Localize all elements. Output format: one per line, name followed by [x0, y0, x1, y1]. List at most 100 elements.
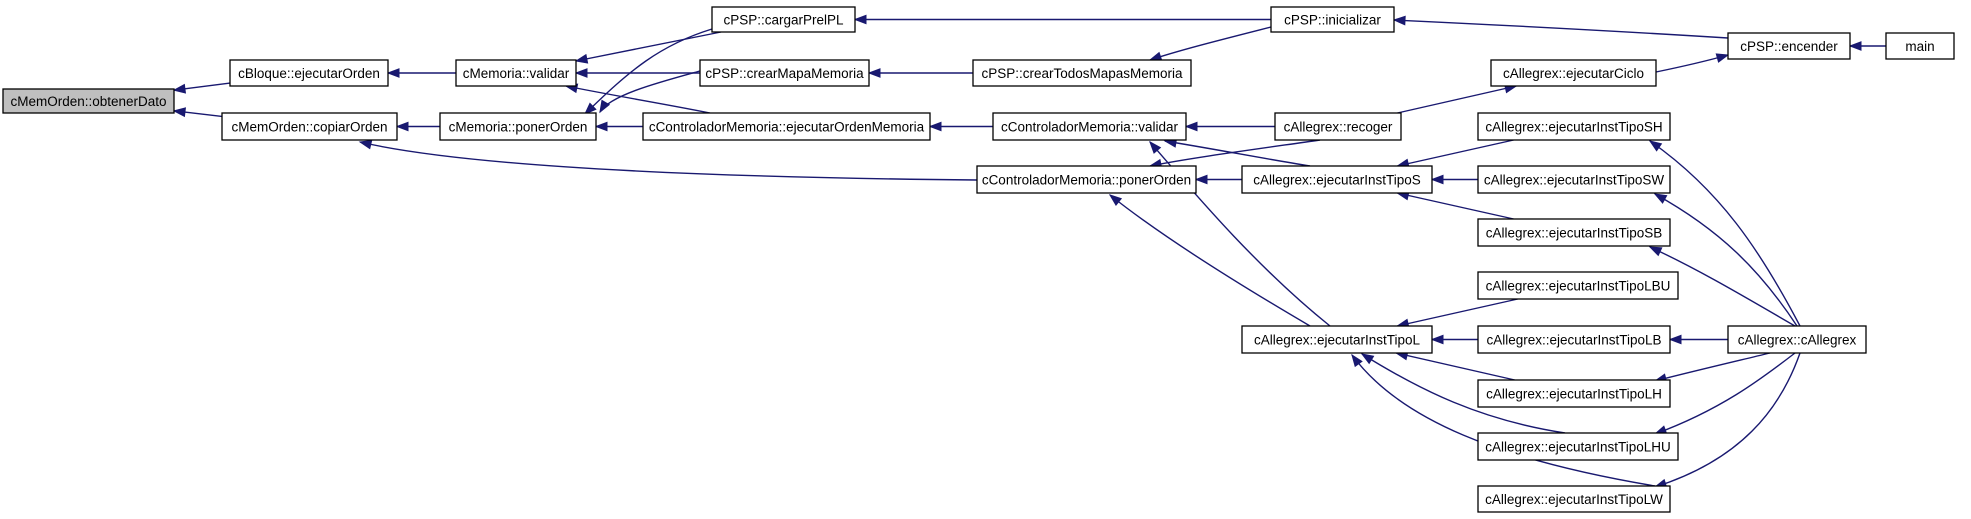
node-tipoLW[interactable]: cAllegrex::ejecutarInstTipoLW [1477, 485, 1671, 513]
node-tipoS[interactable]: cAllegrex::ejecutarInstTipoS [1241, 165, 1433, 194]
node-bloqueEjec[interactable]: cBloque::ejecutarOrden [229, 59, 389, 87]
node-label: cAllegrex::ejecutarInstTipoLBU [1486, 279, 1671, 294]
arrow-head-icon [172, 83, 187, 94]
edge-line [1654, 352, 1801, 488]
arrow-head-icon [853, 14, 867, 25]
node-box[interactable] [455, 59, 577, 87]
node-label: cPSP::encender [1740, 39, 1838, 54]
edge-line [1649, 246, 1796, 327]
node-box[interactable] [1477, 218, 1671, 247]
node-recoger[interactable]: cAllegrex::recoger [1274, 112, 1402, 141]
node-box[interactable] [221, 112, 398, 141]
edge-ctor-to-tipoLHU [1653, 352, 1796, 435]
arrow-head-icon [358, 139, 373, 150]
node-box[interactable] [1270, 6, 1395, 33]
node-box[interactable] [1727, 325, 1867, 354]
node-box[interactable] [1477, 485, 1671, 513]
edge-tipoLBU-to-tipoL [1395, 298, 1518, 329]
arrow-head-icon [1108, 194, 1123, 207]
edge-line [1397, 139, 1514, 167]
node-ctrlPoner[interactable]: cControladorMemoria::ponerOrden [976, 165, 1197, 194]
edge-line [1649, 140, 1801, 327]
node-encender[interactable]: cPSP::encender [1727, 32, 1851, 60]
node-box[interactable] [1727, 32, 1851, 60]
node-box[interactable] [2, 88, 175, 114]
node-box[interactable] [711, 6, 856, 33]
node-box[interactable] [972, 59, 1192, 87]
edge-line [599, 70, 701, 113]
node-label: cControladorMemoria::validar [1001, 120, 1179, 135]
node-box[interactable] [439, 112, 597, 141]
node-label: cPSP::crearTodosMapasMemoria [981, 66, 1183, 81]
node-box[interactable] [1241, 165, 1433, 194]
node-tipoSW[interactable]: cAllegrex::ejecutarInstTipoSW [1477, 165, 1671, 194]
arrow-head-icon [1653, 193, 1668, 204]
arrow-head-icon [1715, 53, 1730, 63]
node-tipoLH[interactable]: cAllegrex::ejecutarInstTipoLH [1477, 379, 1671, 408]
node-label: cPSP::inicializar [1284, 13, 1381, 28]
node-box[interactable] [1885, 32, 1955, 60]
nodes-layer: cMemOrden::obtenerDato cBloque::ejecutarO… [2, 6, 1955, 513]
node-label: cControladorMemoria::ejecutarOrdenMemori… [649, 120, 925, 135]
node-box[interactable] [1477, 325, 1671, 354]
node-box[interactable] [642, 112, 931, 141]
node-tipoLB[interactable]: cAllegrex::ejecutarInstTipoLB [1477, 325, 1671, 354]
node-ctor[interactable]: cAllegrex::cAllegrex [1727, 325, 1867, 354]
edge-line [1149, 141, 1331, 327]
arrow-head-icon [867, 68, 881, 78]
node-tipoLBU[interactable]: cAllegrex::ejecutarInstTipoLBU [1477, 271, 1679, 300]
node-box[interactable] [1477, 379, 1671, 408]
arrow-head-icon [1149, 140, 1162, 154]
node-box[interactable] [1241, 325, 1433, 354]
node-label: cBloque::ejecutarOrden [238, 66, 380, 81]
node-inicializar[interactable]: cPSP::inicializar [1270, 6, 1395, 33]
node-box[interactable] [1274, 112, 1402, 141]
arrow-head-icon [1148, 51, 1163, 62]
node-box[interactable] [229, 59, 389, 87]
arrow-head-icon [1430, 334, 1444, 345]
edge-bloqueEjec-to-obtenerDato [172, 82, 231, 94]
node-tipoLHU[interactable]: cAllegrex::ejecutarInstTipoLHU [1477, 432, 1679, 461]
node-ejecOrdenMem[interactable]: cControladorMemoria::ejecutarOrdenMemori… [642, 112, 931, 141]
node-box[interactable] [1477, 165, 1671, 194]
node-label: cAllegrex::ejecutarInstTipoSW [1484, 173, 1665, 188]
node-copiarOrden[interactable]: cMemOrden::copiarOrden [221, 112, 398, 141]
node-ejecutarCiclo[interactable]: cAllegrex::ejecutarCiclo [1490, 59, 1657, 87]
arrow-head-icon [583, 102, 597, 115]
edge-line [1109, 194, 1311, 327]
edge-tipoL-to-ctrlValidar [1149, 140, 1331, 327]
node-cargarPrelPL[interactable]: cPSP::cargarPrelPL [711, 6, 856, 33]
edge-encender-to-inicializar [1392, 15, 1729, 39]
edge-crearMapa-to-memValidar [574, 68, 700, 78]
arrow-head-icon [1848, 41, 1862, 51]
edge-cargarPrelPL-to-ponerOrdenMem [583, 28, 713, 115]
node-crearMapa[interactable]: cPSP::crearMapaMemoria [699, 59, 870, 87]
edge-line [1654, 352, 1771, 382]
node-label: main [1905, 39, 1934, 54]
node-ponerOrdenMem[interactable]: cMemoria::ponerOrden [439, 112, 597, 141]
node-tipoSB[interactable]: cAllegrex::ejecutarInstTipoSB [1477, 218, 1671, 247]
node-label: cMemoria::validar [463, 66, 570, 81]
node-obtenerDato[interactable]: cMemOrden::obtenerDato [2, 88, 175, 114]
edge-tipoL-to-ctrlPoner [1108, 194, 1311, 327]
node-box[interactable] [1477, 112, 1671, 141]
node-tipoL[interactable]: cAllegrex::ejecutarInstTipoL [1241, 325, 1433, 354]
node-box[interactable] [992, 112, 1187, 141]
node-main[interactable]: main [1885, 32, 1955, 60]
node-box[interactable] [976, 165, 1197, 194]
node-memValidar[interactable]: cMemoria::validar [455, 59, 577, 87]
arrow-head-icon [1392, 15, 1406, 26]
node-box[interactable] [1490, 59, 1657, 87]
arrow-head-icon [1430, 174, 1444, 185]
node-box[interactable] [1477, 271, 1679, 300]
arrow-head-icon [574, 53, 589, 64]
node-label: cPSP::cargarPrelPL [723, 13, 844, 28]
node-tipoSH[interactable]: cAllegrex::ejecutarInstTipoSH [1477, 112, 1671, 141]
edge-ctrlValidar-to-ejecOrdenMem [928, 121, 993, 132]
node-label: cAllegrex::ejecutarInstTipoSH [1485, 120, 1662, 135]
node-ctrlValidar[interactable]: cControladorMemoria::validar [992, 112, 1187, 141]
node-box[interactable] [1477, 432, 1679, 461]
node-crearTodos[interactable]: cPSP::crearTodosMapasMemoria [972, 59, 1192, 87]
node-box[interactable] [699, 59, 870, 87]
edge-ctrlPoner-to-copiarOrden [358, 139, 978, 181]
